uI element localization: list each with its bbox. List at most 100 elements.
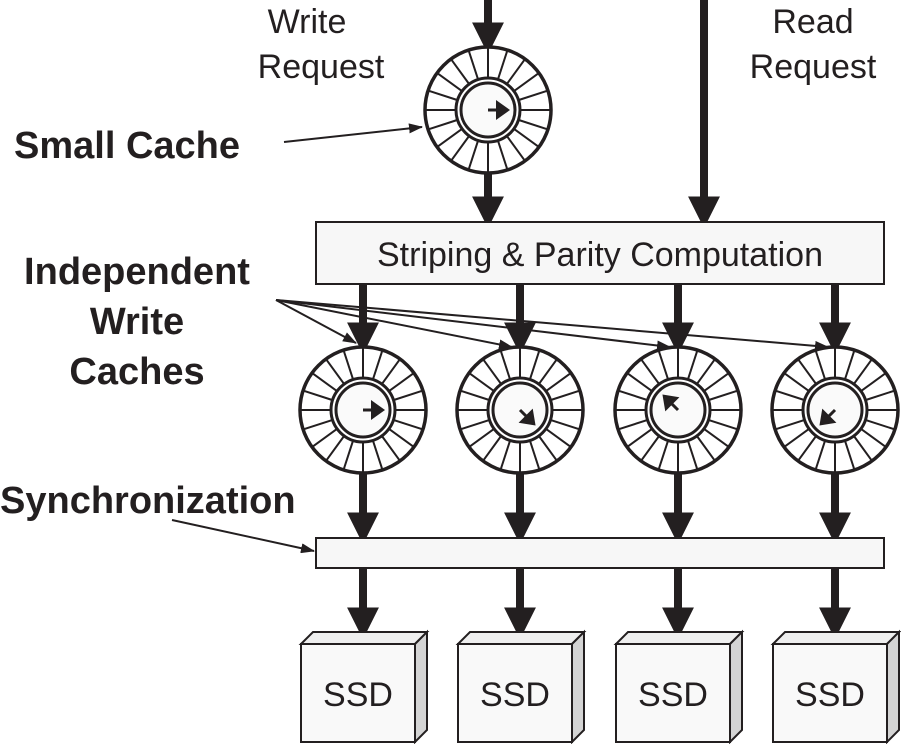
cache-slot-divider — [797, 435, 817, 462]
cache-slot-divider — [518, 118, 549, 131]
cache-slot-divider — [814, 349, 827, 380]
cache-slot-divider — [496, 49, 509, 80]
cache-inner-ring — [454, 76, 522, 144]
cache-slot-divider — [381, 358, 401, 385]
cache-slot-divider — [853, 435, 873, 462]
cache-slot-divider — [783, 428, 810, 448]
cache-slot-divider — [853, 358, 873, 385]
small-cache-pointer — [283, 123, 423, 143]
flow-arrows — [472, 0, 720, 229]
write-request-line1: Write — [268, 3, 347, 41]
striping-parity-box: Striping & Parity Computation — [315, 221, 885, 285]
iwc-pointer-1 — [275, 299, 357, 344]
cache-slot-divider — [528, 349, 541, 380]
independent-write-caches-label: Independent Write Caches — [24, 251, 250, 393]
cache-slot-divider — [545, 372, 572, 392]
cache-slot-divider — [436, 128, 463, 148]
cache-slot-divider — [703, 372, 730, 392]
ssd-label: SSD — [323, 676, 393, 714]
write-cache-4 — [770, 345, 900, 475]
cache-slot-divider — [342, 349, 355, 380]
cache-slot-divider — [617, 418, 648, 431]
cache-slot-divider — [325, 358, 345, 385]
ssd-top-face — [613, 631, 745, 645]
cache-slot-divider — [513, 128, 540, 148]
cache-slot-divider — [708, 389, 739, 402]
write-request-label: Write Request — [258, 3, 385, 86]
cache-slot-divider — [626, 372, 653, 392]
ssd-label: SSD — [480, 676, 550, 714]
write-request-line2: Request — [258, 48, 385, 86]
cache-inner-ring — [644, 376, 712, 444]
ssd-front-face — [615, 643, 731, 743]
iwc-pointer-4 — [275, 299, 829, 351]
cache-slot-divider — [617, 389, 648, 402]
striping-parity-rect — [315, 221, 885, 285]
iwc-pointers — [275, 299, 829, 351]
cache-slot-divider — [506, 135, 526, 162]
cache-slot-divider — [371, 440, 384, 471]
cache-slot-divider — [797, 358, 817, 385]
cache-slot-divider — [302, 389, 333, 402]
ssd-front-face — [300, 643, 416, 743]
cache-slot-divider — [774, 389, 805, 402]
cache-slot-divider — [450, 135, 470, 162]
cache-slot-divider — [696, 358, 716, 385]
cache-slot-divider — [506, 58, 526, 85]
ssd-side-face — [886, 629, 900, 744]
write-cache-1 — [298, 345, 428, 475]
cache-slot-divider — [708, 418, 739, 431]
cache-slot-divider — [393, 389, 424, 402]
ssd-1: SSD — [298, 629, 430, 744]
cache-slot-divider — [513, 72, 540, 92]
cache-slot-divider — [538, 435, 558, 462]
ssd-front-face — [457, 643, 573, 743]
cache-slot-divider — [311, 372, 338, 392]
cache-hub — [806, 381, 864, 439]
cache-slot-divider — [427, 118, 458, 131]
read-request-line2: Request — [750, 48, 877, 86]
cache-slot-divider — [467, 140, 480, 171]
synchronization-pointer — [171, 519, 315, 554]
cache-inner-ring — [486, 376, 554, 444]
write-cache-2 — [455, 345, 585, 475]
cache-slot-divider — [783, 372, 810, 392]
cache-slot-divider — [686, 349, 699, 380]
iwc-line1: Independent — [24, 251, 250, 293]
cache-slot-divider — [703, 428, 730, 448]
cache-slot-divider — [814, 440, 827, 471]
cache-slot-divider — [860, 428, 887, 448]
read-request-label: Read Request — [750, 3, 877, 86]
ssd-side-face — [414, 629, 428, 744]
ssd-front-face — [772, 643, 888, 743]
column-arrows — [347, 284, 851, 640]
cache-slot-divider — [450, 58, 470, 85]
cache-pointer-icon — [662, 394, 680, 412]
ssd-4: SSD — [770, 629, 901, 744]
read-request-line1: Read — [772, 3, 853, 41]
cache-slot-divider — [496, 140, 509, 171]
cache-slot-divider — [640, 435, 660, 462]
ssd-top-face — [455, 631, 587, 645]
cache-slot-divider — [468, 428, 495, 448]
iwc-line2: Write — [90, 301, 184, 343]
striping-parity-text: Striping & Parity Computation — [377, 236, 823, 274]
cache-slot-divider — [528, 440, 541, 471]
cache-slot-divider — [325, 435, 345, 462]
cache-pointer-icon — [363, 400, 385, 420]
cache-slot-divider — [550, 389, 581, 402]
write-cache-3 — [613, 345, 743, 475]
cache-slot-divider — [626, 428, 653, 448]
ssd-side-face — [571, 629, 585, 744]
iwc-pointer-3 — [275, 299, 671, 351]
small-cache-label: Small Cache — [14, 125, 240, 167]
synchronization-label: Synchronization — [0, 480, 296, 522]
ssd-top-face — [298, 631, 430, 645]
cache-slot-divider — [302, 418, 333, 431]
cache-slot-divider — [342, 440, 355, 471]
cache-slot-divider — [427, 89, 458, 102]
cache-slot-divider — [436, 72, 463, 92]
cache-slot-divider — [459, 389, 490, 402]
cache-slot-divider — [311, 428, 338, 448]
